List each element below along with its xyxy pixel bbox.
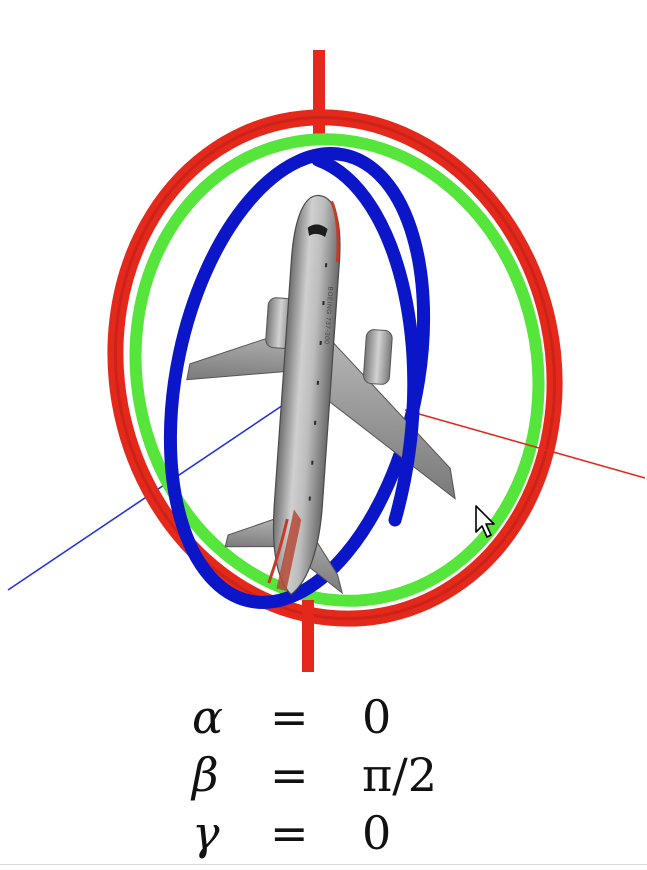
gimbal-diagram: BOEING 737-300: [7, 50, 646, 672]
livery-stripe-tail: [267, 518, 289, 584]
airplane-icon: BOEING 737-300: [186, 194, 456, 596]
gamma-equals: =: [270, 806, 309, 860]
outer-gimbal-ring: [107, 109, 563, 627]
equation-alpha: α = 0: [180, 690, 480, 744]
right-engine: [363, 329, 393, 385]
mouse-pointer-icon: [475, 505, 495, 538]
livery-stripe: [330, 200, 340, 263]
equation-gamma: γ = 0: [180, 806, 480, 860]
bottom-divider: [0, 864, 647, 865]
cabin-windows: [308, 263, 328, 501]
fuselage-lettering: BOEING 737-300: [323, 286, 334, 344]
beta-equals: =: [270, 748, 309, 802]
beta-value: π/2: [362, 748, 437, 802]
x-axis-line: [404, 409, 646, 479]
inner-gimbal-ring-front: [311, 153, 421, 527]
fuselage: [272, 194, 341, 596]
gamma-value: 0: [362, 806, 392, 860]
vertical-axis-top: [313, 50, 325, 140]
middle-gimbal-ring: [129, 133, 545, 607]
gamma-symbol: γ: [192, 806, 220, 860]
euler-angle-equations: α = 0 β = π/2 γ = 0: [180, 690, 480, 860]
cockpit-window: [307, 224, 328, 238]
beta-symbol: β: [192, 748, 219, 802]
alpha-symbol: α: [192, 690, 224, 744]
alpha-equals: =: [270, 690, 309, 744]
outer-gimbal-ring-shade: [113, 115, 557, 621]
vertical-axis-bottom: [302, 600, 314, 672]
vertical-fin: [276, 509, 302, 592]
alpha-value: 0: [362, 690, 392, 744]
equation-beta: β = π/2: [180, 748, 480, 802]
